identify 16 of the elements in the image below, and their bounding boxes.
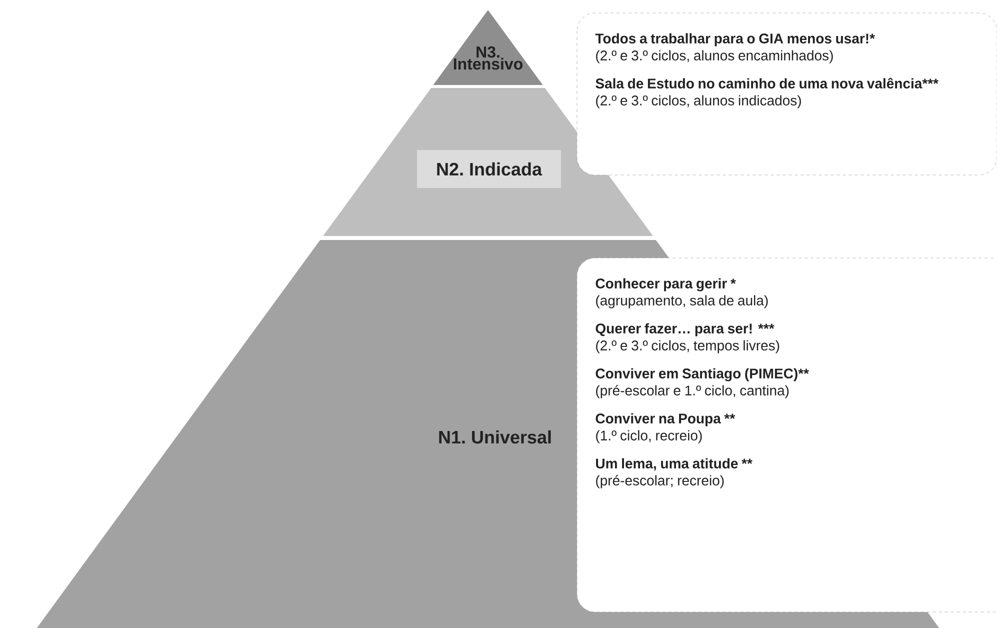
program-title: Um lema, uma atitude ** bbox=[596, 458, 752, 470]
program-details: (pré-escolar e 1.º ciclo, cantina) bbox=[596, 385, 789, 398]
program-details: (2.º e 3.º ciclos, tempos livres) bbox=[596, 340, 780, 354]
program-title: Conviver na Poupa ** bbox=[596, 413, 736, 426]
program-details: (1.º ciclo, recreio) bbox=[596, 430, 702, 444]
program-details: (agrupamento, sala de aula) bbox=[596, 295, 768, 308]
program-details: (2.º e 3.º ciclos, alunos encaminhados) bbox=[596, 50, 833, 64]
dashed-box bbox=[576, 258, 997, 612]
program-details: (pré-escolar; recreio) bbox=[596, 475, 724, 488]
pyramid-level: N3. Intensivo bbox=[433, 10, 543, 85]
program-title: Todos a trabalhar para o GIA menos usar!* bbox=[595, 33, 875, 46]
program-title: Sala de Estudo no caminho de uma nova valência*** bbox=[596, 78, 938, 88]
program-title: Conviver em Santiago (PIMEC)** bbox=[596, 368, 809, 382]
dashed-box bbox=[576, 12, 997, 176]
program-title: Conhecer para gerir * bbox=[596, 278, 736, 292]
program-title: Querer fazer… para ser! *** bbox=[596, 323, 774, 336]
